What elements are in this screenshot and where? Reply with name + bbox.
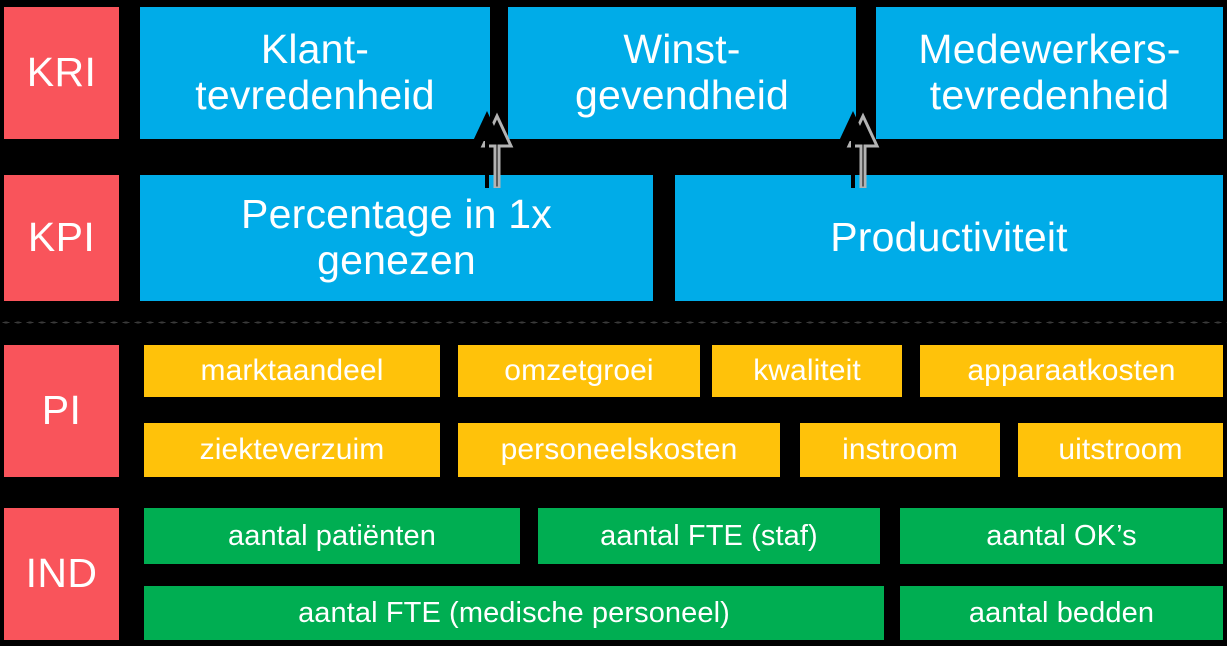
pi-card-kwaliteit[interactable]: kwaliteit (712, 345, 902, 397)
kri-card-medewerkerstevredenheid[interactable]: Medewerkers- tevredenheid (876, 7, 1223, 139)
ind-card-aantal-fte-staf[interactable]: aantal FTE (staf) (538, 508, 880, 564)
ind-card-aantal-patienten[interactable]: aantal patiënten (144, 508, 520, 564)
arrow-kpi-to-kri-right (832, 108, 892, 188)
pi-card-omzetgroei[interactable]: omzetgroei (458, 345, 700, 397)
pi-card-apparaatkosten[interactable]: apparaatkosten (920, 345, 1223, 397)
row-label-kpi: KPI (4, 175, 119, 301)
pi-card-uitstroom[interactable]: uitstroom (1018, 423, 1223, 477)
kpi-card-percentage-in-1x-genezen[interactable]: Percentage in 1x genezen (140, 175, 653, 301)
ind-card-aantal-oks[interactable]: aantal OK’s (900, 508, 1223, 564)
kri-card-klanttevredenheid[interactable]: Klant- tevredenheid (140, 7, 490, 139)
pi-card-personeelskosten[interactable]: personeelskosten (458, 423, 780, 477)
pi-card-instroom[interactable]: instroom (800, 423, 1000, 477)
kri-card-winstgevendheid[interactable]: Winst- gevendheid (508, 7, 856, 139)
ind-card-aantal-fte-medische-personeel[interactable]: aantal FTE (medische personeel) (144, 586, 884, 640)
ind-card-aantal-bedden[interactable]: aantal bedden (900, 586, 1223, 640)
pi-card-ziekteverzuim[interactable]: ziekteverzuim (144, 423, 440, 477)
arrow-kpi-to-kri-left (466, 108, 526, 188)
kpi-pi-separator (0, 321, 1227, 324)
pi-card-marktaandeel[interactable]: marktaandeel (144, 345, 440, 397)
kpi-card-productiviteit[interactable]: Productiviteit (675, 175, 1223, 301)
row-label-pi: PI (4, 345, 119, 477)
row-label-ind: IND (4, 508, 119, 640)
row-label-kri: KRI (4, 7, 119, 139)
